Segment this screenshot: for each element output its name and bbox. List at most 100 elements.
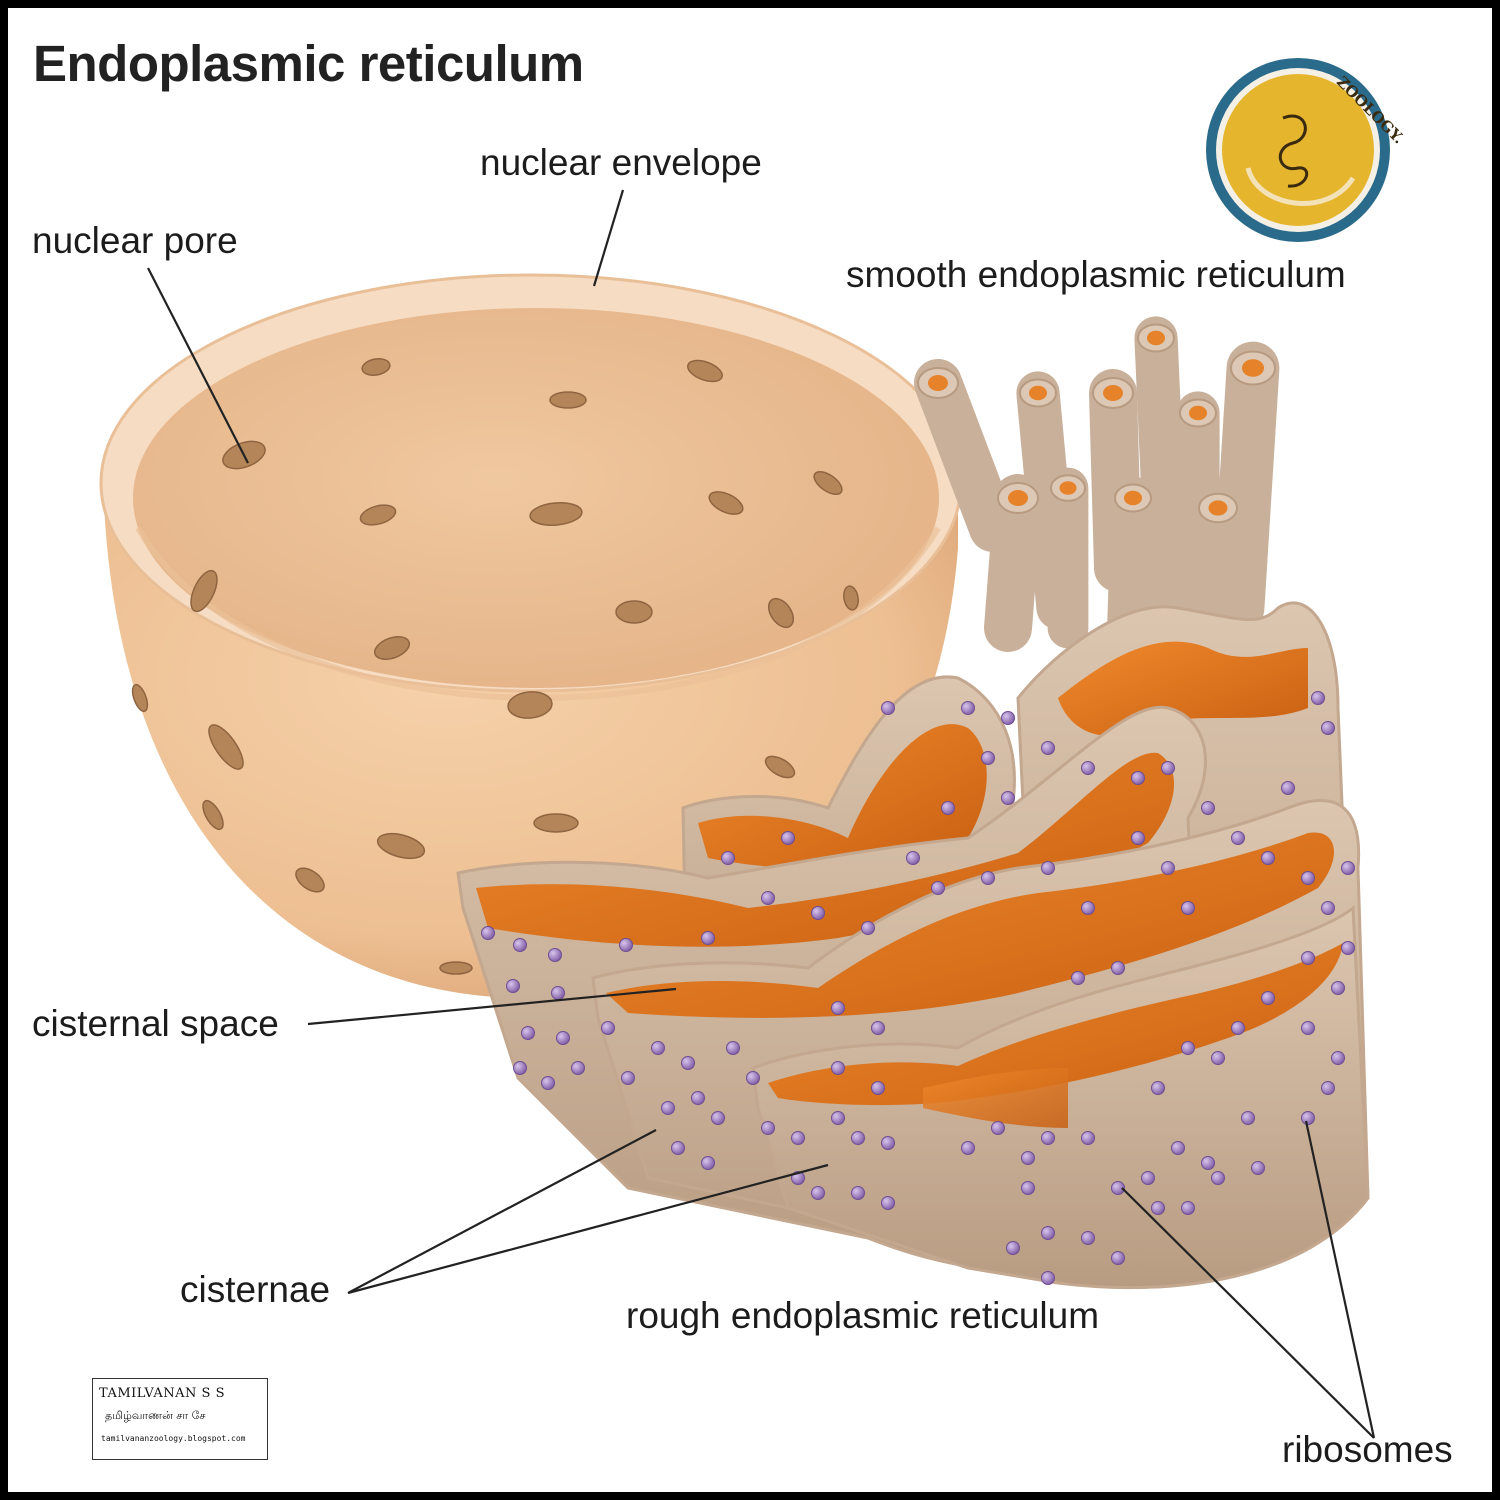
ribosome (556, 1031, 570, 1045)
ribosome (1041, 1271, 1055, 1285)
ribosome (1131, 771, 1145, 785)
ribosome (651, 1041, 665, 1055)
ribosome (941, 801, 955, 815)
ribosome (861, 921, 875, 935)
ribosome (571, 1061, 585, 1075)
nuclear-pore (767, 597, 795, 629)
nuclear-pore (295, 867, 325, 893)
nuclear-pore (361, 358, 391, 376)
nuclear-pore (843, 585, 859, 611)
ribosome (1151, 1081, 1165, 1095)
label-nuclear-envelope: nuclear envelope (480, 142, 762, 183)
leader-cisternal-space (307, 987, 677, 1026)
tubule-lumen (1147, 330, 1165, 346)
ribosome (701, 1156, 715, 1170)
nuclear-pore (549, 391, 587, 409)
ribosome (981, 871, 995, 885)
credit-name: TAMILVANAN S S (99, 1386, 225, 1401)
nuclear-pore (439, 961, 473, 975)
ribosome (551, 986, 565, 1000)
tubule-lumen (928, 375, 948, 391)
ribosome (881, 1196, 895, 1210)
ribosome (1331, 981, 1345, 995)
ribosome (1001, 711, 1015, 725)
ribosome (1261, 851, 1275, 865)
zoology-badge: ZOOLOGY. (1206, 58, 1408, 242)
nuclear-pore (687, 359, 723, 383)
ribosome (1341, 861, 1355, 875)
ribosome (1081, 1131, 1095, 1145)
tubule-lumen (1242, 359, 1264, 377)
ribosome (1321, 721, 1335, 735)
ribosome (881, 701, 895, 715)
leader-nuclear-envelope (592, 189, 625, 287)
ribosome (991, 1121, 1005, 1135)
leader-nuclear-pore (147, 267, 249, 464)
ribosome (1201, 801, 1215, 815)
ribosome (811, 906, 825, 920)
smooth-er-tubule (914, 359, 1017, 552)
ribosome (906, 851, 920, 865)
ribosome (1071, 971, 1085, 985)
ribosome (811, 1186, 825, 1200)
ribosome (1181, 1201, 1195, 1215)
ribosome (1231, 831, 1245, 845)
ribosome (1111, 1251, 1125, 1265)
nuclear-pore (764, 755, 796, 779)
nuclear-pore (507, 691, 553, 719)
leader-ribosomes-2 (1304, 1120, 1376, 1439)
ribosome (701, 931, 715, 945)
ribosome (961, 701, 975, 715)
ribosome (791, 1131, 805, 1145)
nuclear-pore (708, 491, 744, 515)
ribosome (1041, 1226, 1055, 1240)
nuclear-pore (533, 813, 579, 833)
ribosome (671, 1141, 685, 1155)
credit-url: tamilvananzoology.blogspot.com (101, 1434, 246, 1443)
ribosome (506, 979, 520, 993)
ribosome (721, 851, 735, 865)
ribosome (541, 1076, 555, 1090)
ribosomes-cluster (481, 691, 1355, 1285)
ribosome (1301, 1111, 1315, 1125)
ribosome (1211, 1051, 1225, 1065)
credit-name-tamil: தமிழ்வாணன் சா சே (105, 1409, 206, 1422)
ribosome (1171, 1141, 1185, 1155)
ribosome (661, 1101, 675, 1115)
leader-ribosomes-1 (1121, 1187, 1375, 1439)
ribosome (831, 1061, 845, 1075)
ribosome (1261, 991, 1275, 1005)
ribosome (981, 751, 995, 765)
ribosome (761, 1121, 775, 1135)
ribosome (1081, 761, 1095, 775)
ribosome (726, 1041, 740, 1055)
ribosome (521, 1026, 535, 1040)
nuclear-pore (813, 470, 843, 496)
nuclear-pore (359, 504, 397, 526)
ribosome (1111, 1181, 1125, 1195)
ribosome (1341, 941, 1355, 955)
ribosome (1181, 901, 1195, 915)
ribosome (871, 1021, 885, 1035)
leader-lines (147, 189, 1376, 1439)
tubule-lumen (1059, 481, 1077, 495)
ribosome (746, 1071, 760, 1085)
leader-cisternae-2 (347, 1163, 829, 1295)
ribosome (831, 1111, 845, 1125)
ribosome (831, 1001, 845, 1015)
label-cisternae: cisternae (180, 1269, 331, 1310)
ribosome (1021, 1151, 1035, 1165)
ribosome (601, 1021, 615, 1035)
ribosome (1041, 861, 1055, 875)
tubule-lumen (1189, 405, 1207, 421)
smooth-er-tubules (914, 316, 1280, 671)
ribosome (1251, 1161, 1265, 1175)
ribosome (1001, 791, 1015, 805)
ribosome (931, 881, 945, 895)
ribosome (1161, 761, 1175, 775)
ribosome (481, 926, 495, 940)
tubule-lumen (1124, 490, 1142, 506)
ribosome (961, 1141, 975, 1155)
ribosome (1211, 1171, 1225, 1185)
credit-box: TAMILVANAN S S தமிழ்வாணன் சா சே tamilvan… (92, 1378, 268, 1460)
